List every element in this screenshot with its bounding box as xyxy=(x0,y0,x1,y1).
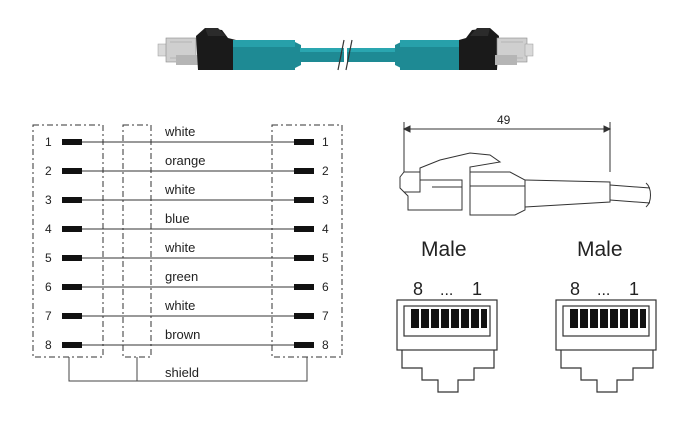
pin-terminal xyxy=(294,226,314,232)
wire-color-label: white xyxy=(164,124,195,139)
pin-terminal xyxy=(294,284,314,290)
pin-terminal xyxy=(62,313,82,319)
right-pin-label: 7 xyxy=(322,309,329,323)
left-pin-label: 1 xyxy=(45,135,52,149)
right-pin-label: 8 xyxy=(322,338,329,352)
pin-terminal xyxy=(62,284,82,290)
right-connector-outline xyxy=(271,124,343,358)
pin-range-start: 8 xyxy=(570,279,580,299)
right-pin-label: 5 xyxy=(322,251,329,265)
wire-color-label: white xyxy=(164,240,195,255)
connector-side-view xyxy=(399,122,651,216)
pin-range-dots: ... xyxy=(597,282,610,299)
right-pin-label: 3 xyxy=(322,193,329,207)
left-pin-label: 7 xyxy=(45,309,52,323)
left-pin-label: 2 xyxy=(45,164,52,178)
wire-color-label: white xyxy=(164,298,195,313)
pin-terminal xyxy=(62,342,82,348)
pin-terminal xyxy=(62,255,82,261)
pin-terminal xyxy=(294,313,314,319)
left-pin-label: 3 xyxy=(45,193,52,207)
wiring-diagram xyxy=(32,124,343,382)
pin-terminal xyxy=(294,255,314,261)
pin-terminal xyxy=(294,139,314,145)
connector-face-left: Male 8 ... 1 xyxy=(396,238,498,393)
connector-face-right: Male 8 ... 1 xyxy=(555,238,657,393)
wires xyxy=(80,141,296,346)
shield-wire xyxy=(68,357,308,382)
pin-terminal xyxy=(62,226,82,232)
cable-illustration xyxy=(157,28,534,71)
pin-range-end: 1 xyxy=(629,279,639,299)
shield-label: shield xyxy=(165,365,199,380)
contact-pins xyxy=(411,309,487,328)
pin-terminal xyxy=(294,342,314,348)
left-pin-label: 4 xyxy=(45,222,52,236)
left-pin-numbers: 1 2 3 4 5 6 7 8 xyxy=(45,135,52,352)
pin-terminal xyxy=(62,197,82,203)
pin-terminals xyxy=(62,139,314,348)
wire-color-label: blue xyxy=(165,211,190,226)
pin-terminal xyxy=(62,139,82,145)
right-pin-label: 4 xyxy=(322,222,329,236)
pin-range-dots: ... xyxy=(440,282,453,299)
left-pin-label: 8 xyxy=(45,338,52,352)
left-pin-label: 6 xyxy=(45,280,52,294)
wire-color-label: green xyxy=(165,269,198,284)
right-pin-label: 2 xyxy=(322,164,329,178)
pin-terminal xyxy=(62,168,82,174)
pin-range-start: 8 xyxy=(413,279,423,299)
wire-color-labels: white orange white blue white green whit… xyxy=(164,124,205,380)
connector-title: Male xyxy=(421,238,467,261)
pin-terminal xyxy=(294,168,314,174)
connector-title: Male xyxy=(577,238,623,261)
left-pin-label: 5 xyxy=(45,251,52,265)
wire-color-label: orange xyxy=(165,153,205,168)
wire-color-label: brown xyxy=(165,327,200,342)
dimension-label: 49 xyxy=(497,113,511,127)
right-pin-label: 6 xyxy=(322,280,329,294)
right-pin-numbers: 1 2 3 4 5 6 7 8 xyxy=(322,135,329,352)
left-connector-outline xyxy=(32,124,104,358)
pin-terminal xyxy=(294,197,314,203)
contact-pins xyxy=(570,309,646,328)
wire-color-label: white xyxy=(164,182,195,197)
left-shield-outline xyxy=(122,124,152,358)
right-pin-label: 1 xyxy=(322,135,329,149)
pin-range-end: 1 xyxy=(472,279,482,299)
